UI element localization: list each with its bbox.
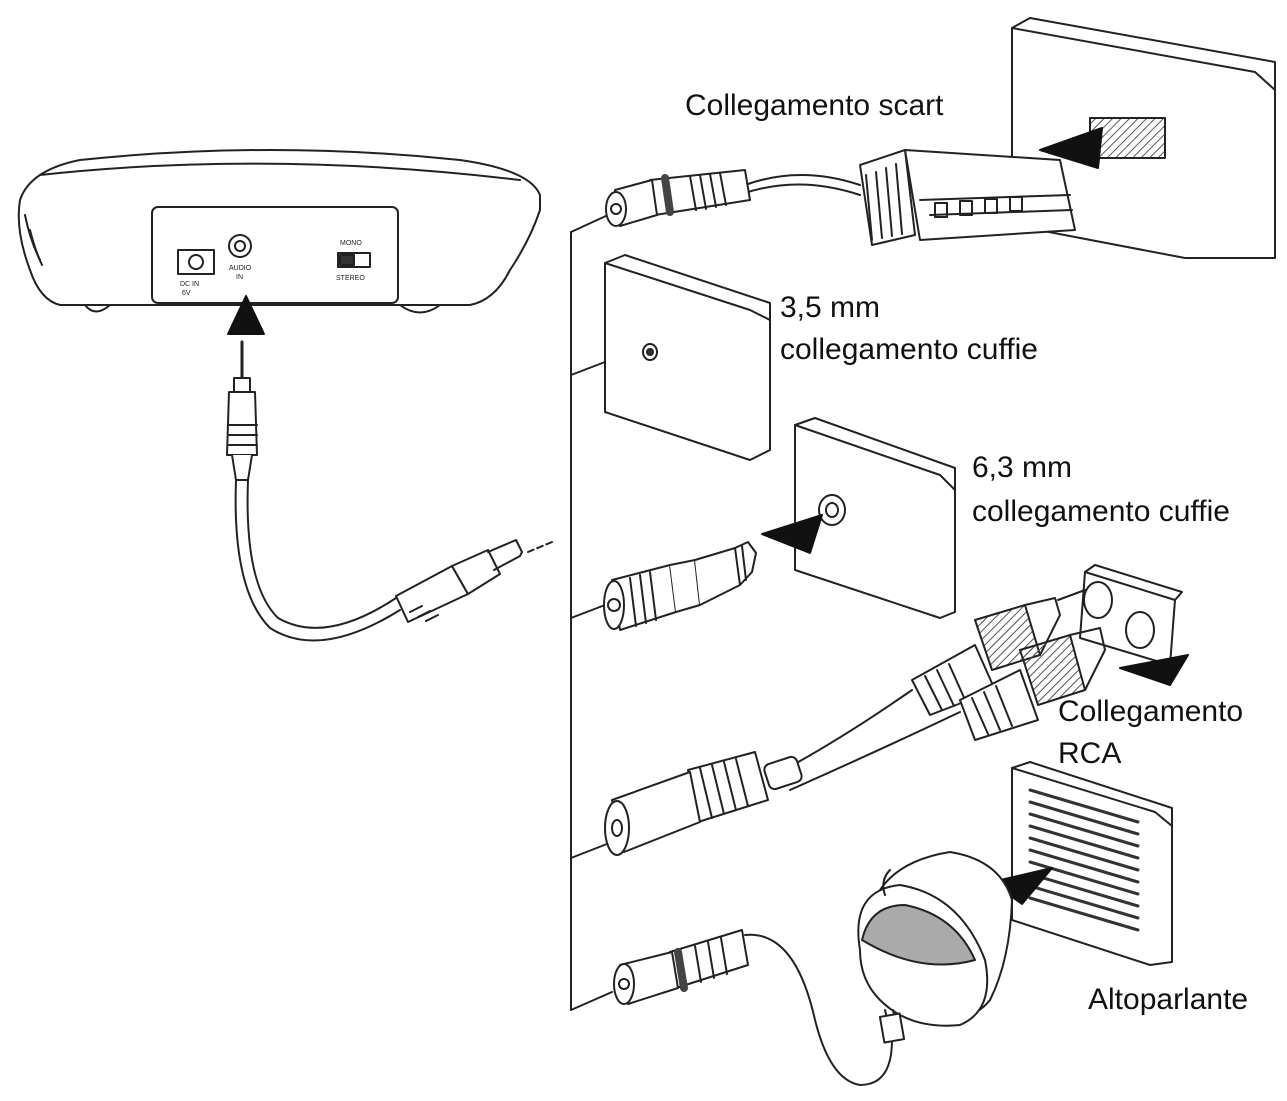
label-rca-1: Collegamento bbox=[1058, 692, 1243, 732]
jack-plug-icon bbox=[604, 542, 756, 630]
label-rca-2: RCA bbox=[1058, 734, 1121, 774]
audio-in-label-2: IN bbox=[236, 274, 243, 281]
jack-socket-icon bbox=[614, 930, 748, 1004]
speaker-clip-icon bbox=[858, 852, 1012, 1026]
label-scart: Collegamento scart bbox=[685, 86, 943, 126]
jack-plug-icon bbox=[227, 342, 257, 480]
mono-label: MONO bbox=[340, 240, 362, 247]
jack-socket-icon bbox=[606, 170, 750, 226]
label-jack35-desc: collegamento cuffie bbox=[780, 330, 1038, 370]
headphone-35-panel bbox=[605, 255, 770, 460]
jack-plug-icon bbox=[396, 540, 522, 622]
headphone-63-panel bbox=[604, 418, 955, 630]
jack-socket-icon bbox=[605, 752, 768, 855]
dc-in-label: DC IN bbox=[180, 281, 199, 288]
stereo-label: STEREO bbox=[336, 275, 365, 282]
label-jack63-desc: collegamento cuffie bbox=[972, 492, 1230, 532]
scart-connection bbox=[606, 18, 1275, 258]
label-jack35-size: 3,5 mm bbox=[780, 288, 880, 328]
label-speaker: Altoparlante bbox=[1088, 980, 1248, 1020]
base-station bbox=[19, 150, 540, 313]
dc-in-socket bbox=[178, 250, 214, 274]
dc-spec-label: 6V bbox=[182, 290, 191, 297]
audio-in-label: AUDIO bbox=[229, 265, 252, 272]
scart-plug-icon bbox=[860, 150, 1075, 245]
label-jack63-size: 6,3 mm bbox=[972, 448, 1072, 488]
